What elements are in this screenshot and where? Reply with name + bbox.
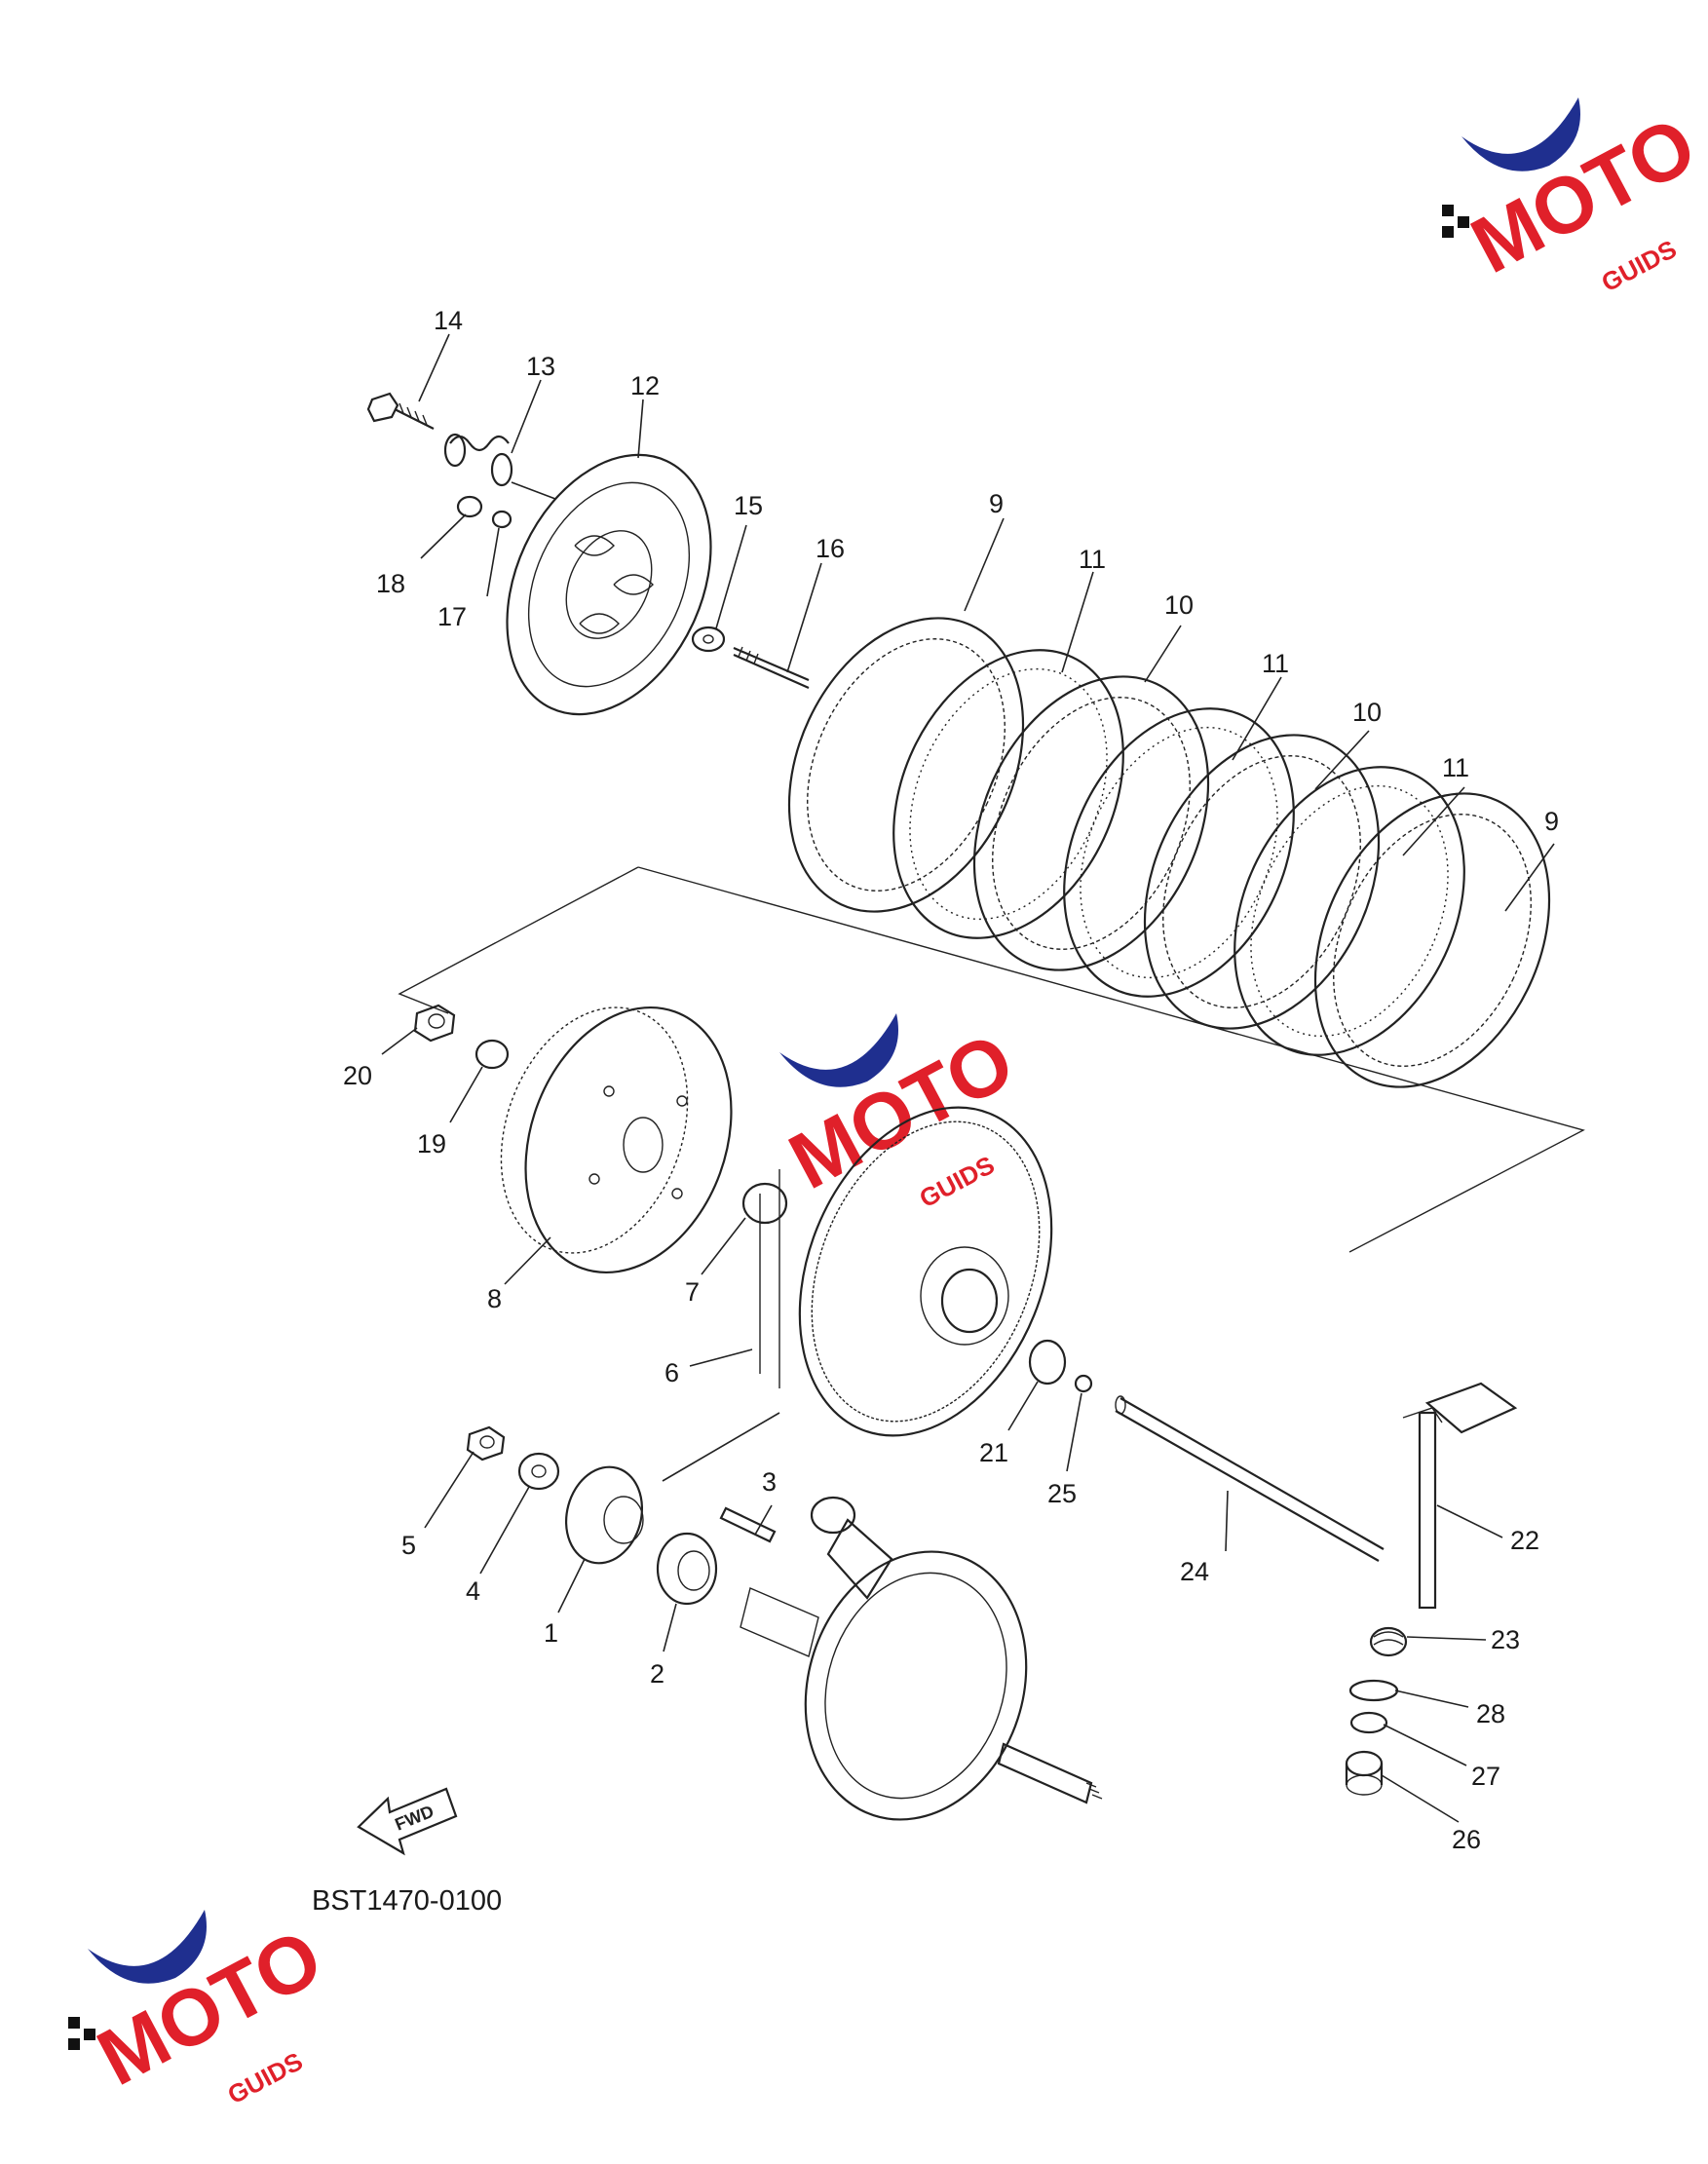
primary-drive-gear-1 <box>564 1465 644 1565</box>
part-label-6: 6 <box>664 1358 679 1387</box>
part-label-15: 15 <box>734 491 763 520</box>
part-label-18: 18 <box>376 569 405 598</box>
circlip-28 <box>1348 1679 1399 1702</box>
clutch-plate-11-a <box>892 649 1124 939</box>
part-label-28: 28 <box>1476 1699 1505 1728</box>
part-label-11-a: 11 <box>1079 545 1106 574</box>
part-label-3: 3 <box>762 1467 777 1497</box>
part-label-24: 24 <box>1180 1557 1209 1586</box>
pressure-plate-group <box>366 392 810 716</box>
part-label-23: 23 <box>1491 1625 1520 1654</box>
shaft-24 <box>1115 1395 1385 1562</box>
logo-sub-text: GUIDS <box>223 2046 308 2109</box>
friction-plate-9-front <box>787 617 1025 913</box>
washer-17 <box>491 510 512 529</box>
part-label-5: 5 <box>401 1531 416 1560</box>
washer-15 <box>691 626 726 653</box>
part-label-13: 13 <box>526 352 555 381</box>
part-label-26: 26 <box>1452 1825 1481 1854</box>
part-label-17: 17 <box>437 602 467 631</box>
diagram-code: BST1470-0100 <box>312 1885 502 1917</box>
push-rod-16 <box>733 646 810 690</box>
moto-guids-logo-bottom-left: MOTO GUIDS <box>68 1910 336 2109</box>
bearing-26 <box>1345 1750 1384 1796</box>
clutch-housing-group <box>759 1106 1093 1437</box>
moto-guids-logo-top-right: MOTO GUIDS <box>1442 97 1708 297</box>
torsion-spring-23 <box>1369 1626 1408 1657</box>
friction-plate-9-rear <box>1313 792 1551 1088</box>
collar-2 <box>656 1532 718 1606</box>
washer-27 <box>1349 1711 1388 1734</box>
clutch-plate-11-b <box>1063 707 1295 998</box>
washer-21 <box>1028 1339 1067 1386</box>
ball-25 <box>1074 1374 1093 1393</box>
part-label-9-front: 9 <box>989 489 1004 518</box>
part-label-7: 7 <box>685 1277 700 1307</box>
friction-plate-10-b <box>1143 734 1381 1030</box>
part-label-16: 16 <box>816 534 845 563</box>
part-label-1: 1 <box>544 1618 558 1648</box>
part-label-20: 20 <box>343 1061 372 1090</box>
spring-13 <box>443 433 513 487</box>
part-label-25: 25 <box>1047 1479 1077 1508</box>
clutch-housing-6 <box>759 1106 1053 1437</box>
pressure-plate-12 <box>506 453 712 716</box>
fwd-label: FWD <box>393 1802 436 1835</box>
lock-washer-7 <box>741 1182 788 1225</box>
clutch-boss-group <box>413 1004 788 1274</box>
part-label-12: 12 <box>630 371 660 400</box>
key-3 <box>719 1506 777 1543</box>
clutch-plate-stack <box>787 617 1551 1088</box>
crankshaft <box>740 1496 1103 1821</box>
part-label-9-rear: 9 <box>1544 807 1559 836</box>
friction-plate-10-a <box>972 675 1210 971</box>
nut-18 <box>456 495 483 518</box>
primary-drive-group <box>466 1412 780 1606</box>
part-label-14: 14 <box>434 306 463 335</box>
part-label-2: 2 <box>650 1659 664 1689</box>
part-label-19: 19 <box>417 1129 446 1158</box>
clutch-plate-11-c <box>1234 766 1465 1056</box>
part-label-11-c: 11 <box>1442 753 1469 782</box>
clutch-boss-8 <box>500 1006 733 1274</box>
part-label-10-a: 10 <box>1164 590 1194 620</box>
leader-lines <box>381 333 1555 1823</box>
part-label-27: 27 <box>1471 1762 1500 1791</box>
nut-5 <box>466 1425 506 1462</box>
shift-lever-22 <box>1402 1382 1518 1610</box>
logo-sub-text: GUIDS <box>915 1150 1000 1213</box>
part-callouts: 1 2 3 4 5 6 7 8 9 9 10 10 11 11 11 12 13… <box>343 306 1559 1854</box>
bolt-14 <box>366 392 435 430</box>
fwd-arrow-icon: FWD <box>357 1787 458 1856</box>
logo-sub-text: GUIDS <box>1597 234 1682 297</box>
part-label-4: 4 <box>466 1576 480 1606</box>
washer-4 <box>517 1452 560 1491</box>
part-label-21: 21 <box>979 1438 1008 1467</box>
lock-washer-19 <box>474 1039 510 1070</box>
part-label-8: 8 <box>487 1284 502 1313</box>
part-label-22: 22 <box>1510 1526 1539 1555</box>
nut-20 <box>413 1004 456 1043</box>
part-label-10-b: 10 <box>1352 698 1382 727</box>
part-label-11-b: 11 <box>1262 649 1289 678</box>
shift-mechanism-group <box>1115 1382 1518 1796</box>
